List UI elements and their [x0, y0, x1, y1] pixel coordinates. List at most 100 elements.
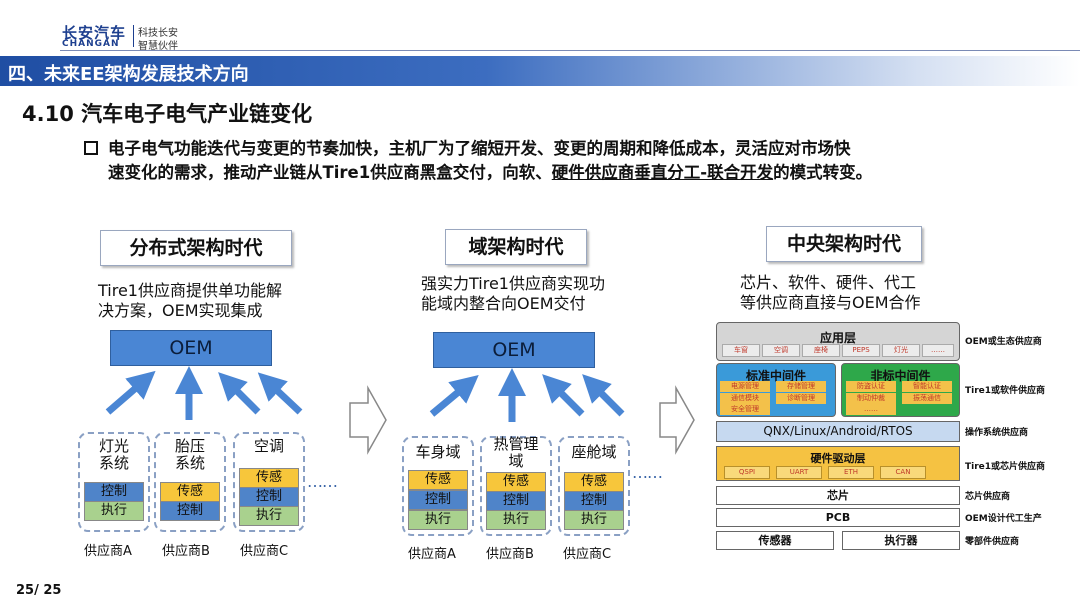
supplier-box-body-domain: 车身域 传感 控制 执行 — [402, 436, 474, 536]
page-number: 25/ 25 — [16, 583, 62, 598]
arrow-d2 — [582, 374, 625, 417]
chip-layer: 芯片 — [716, 486, 960, 505]
supplier-name-line1: 空调 — [253, 437, 284, 455]
nonstd-chip-more: …… — [846, 404, 896, 415]
layer-execute: 执行 — [84, 501, 144, 521]
ellipsis-era1: …… — [307, 472, 338, 491]
era-title-domain: 域架构时代 — [445, 229, 587, 265]
nonstd-chip-osc: 振荡通信 — [902, 393, 952, 404]
era-desc-distributed-1: Tire1供应商提供单功能解 — [98, 281, 282, 300]
std-chip-storage: 存储管理 — [776, 381, 826, 392]
slogan-2: 智慧伙伴 — [138, 41, 178, 52]
logo-chinese: 长安汽车 — [62, 24, 127, 42]
bullet-line-2-part-a: 速变化的需求，推动产业链从Tire1供应商黑盒交付，向软、 — [108, 163, 552, 182]
provider-label-os: 操作系统供应商 — [965, 428, 1029, 438]
era-transition-arrow-2 — [659, 385, 695, 455]
supplier-name-line1: 胎压 — [174, 437, 205, 455]
layer-execute: 执行 — [408, 510, 468, 530]
layer-control: 控制 — [408, 490, 468, 510]
supplier-name-line1: 热管理 — [493, 435, 539, 453]
nonstandard-middleware-title: 非标中间件 — [870, 369, 931, 383]
app-chip-light: 灯光 — [882, 344, 920, 357]
supplier-box-thermal-domain: 热管理 域 传感 控制 执行 — [480, 436, 552, 536]
bullet-line-2: 速变化的需求，推动产业链从Tire1供应商黑盒交付，向软、硬件供应商垂直分工-联… — [108, 159, 872, 183]
supplier-name-line1: 车身域 — [415, 443, 461, 461]
header-divider — [60, 50, 1080, 51]
arrow-c1 — [218, 372, 261, 415]
arrow-a2 — [429, 375, 479, 417]
supplier-name-line2: 系统 — [174, 454, 205, 472]
driver-chip-eth: ETH — [828, 466, 874, 479]
provider-label-middleware: Tire1或软件供应商 — [965, 386, 1046, 396]
logo-divider — [133, 25, 134, 47]
nonstd-chip-smart-auth: 智能认证 — [902, 381, 952, 392]
arrow-d1 — [257, 372, 303, 415]
supplier-name-line1: 座舱域 — [571, 443, 617, 461]
app-chip-seat: 座椅 — [802, 344, 840, 357]
supplier-label-a: 供应商A — [408, 547, 456, 562]
provider-label-chip: 芯片供应商 — [965, 492, 1011, 502]
driver-chip-uart: UART — [776, 466, 822, 479]
arrow-a1 — [105, 370, 156, 415]
era-desc-domain-1: 强实力Tire1供应商实现功 — [421, 274, 605, 293]
layer-control: 控制 — [160, 501, 220, 521]
supplier-name-line2: 系统 — [98, 454, 129, 472]
actuator-layer: 执行器 — [842, 531, 960, 550]
layer-sensor: 传感 — [486, 472, 546, 492]
bullet-line-1: 电子电气功能迭代与变更的节奏加快，主机厂为了缩短开发、变更的周期和降低成本，灵活… — [108, 139, 851, 158]
std-chip-power: 电源管理 — [720, 381, 770, 392]
slogan-1: 科技长安 — [138, 28, 178, 39]
layer-execute: 执行 — [486, 510, 546, 530]
bullet-line-2-underlined: 硬件供应商垂直分工-联合开发 — [551, 163, 774, 182]
provider-label-app: OEM或生态供应商 — [965, 337, 1042, 347]
std-chip-security: 安全管理 — [720, 404, 770, 415]
layer-control: 控制 — [564, 491, 624, 511]
logo-english: CHANGAN — [62, 39, 120, 49]
provider-label-driver: Tire1或芯片供应商 — [965, 462, 1046, 472]
bullet-line-2-part-c: 的模式转变。 — [773, 163, 873, 182]
supplier-box-lighting: 灯光 系统 控制 执行 — [78, 432, 150, 532]
era-title-central: 中央架构时代 — [766, 226, 922, 262]
era1-up-arrows — [105, 366, 303, 420]
layer-control: 控制 — [239, 487, 299, 507]
app-chip-window: 车窗 — [722, 344, 760, 357]
app-chip-ac: 空调 — [762, 344, 800, 357]
provider-label-pcb: OEM设计代工生产 — [965, 514, 1042, 524]
layer-control: 控制 — [486, 491, 546, 511]
supplier-box-tire-pressure: 胎压 系统 传感 控制 — [154, 432, 226, 532]
driver-chip-qspi: QSPI — [724, 466, 770, 479]
era-desc-distributed-2: 决方案，OEM实现集成 — [98, 301, 263, 320]
oem-box-distributed: OEM — [110, 330, 272, 366]
supplier-label-c: 供应商C — [563, 547, 612, 562]
oem-box-domain: OEM — [433, 332, 595, 368]
layer-execute: 执行 — [564, 510, 624, 530]
supplier-box-cockpit-domain: 座舱域 传感 控制 执行 — [558, 436, 630, 536]
layer-sensor: 传感 — [408, 470, 468, 490]
supplier-box-ac: 空调 传感 控制 执行 — [233, 432, 305, 532]
driver-chip-can: CAN — [880, 466, 926, 479]
section-banner — [0, 56, 1080, 86]
provider-label-parts: 零部件供应商 — [965, 537, 1020, 547]
app-chip-peps: PEPS — [842, 344, 880, 357]
era-desc-central-2: 等供应商直接与OEM合作 — [740, 293, 921, 312]
supplier-name-line2: 域 — [508, 452, 524, 470]
supplier-label-c: 供应商C — [240, 544, 289, 559]
layer-control: 控制 — [84, 482, 144, 502]
era-desc-domain-2: 能域内整合向OEM交付 — [421, 294, 586, 313]
supplier-label-b: 供应商B — [486, 547, 534, 562]
layer-sensor: 传感 — [239, 468, 299, 488]
arrow-c2 — [542, 374, 585, 417]
bullet-icon — [84, 141, 98, 155]
era2-up-arrows — [429, 368, 625, 422]
ellipsis-era2: …… — [632, 463, 663, 482]
layer-execute: 执行 — [239, 506, 299, 526]
sensor-layer: 传感器 — [716, 531, 834, 550]
era-desc-central-1: 芯片、软件、硬件、代工 — [740, 273, 917, 292]
layer-sensor: 传感 — [160, 482, 220, 502]
pcb-layer: PCB — [716, 508, 960, 527]
nonstd-chip-brake: 制动仲裁 — [846, 393, 896, 404]
standard-middleware-title: 标准中间件 — [745, 369, 806, 383]
era-title-distributed: 分布式架构时代 — [100, 230, 292, 266]
layer-sensor: 传感 — [564, 472, 624, 492]
era-transition-arrow-1 — [349, 385, 387, 455]
